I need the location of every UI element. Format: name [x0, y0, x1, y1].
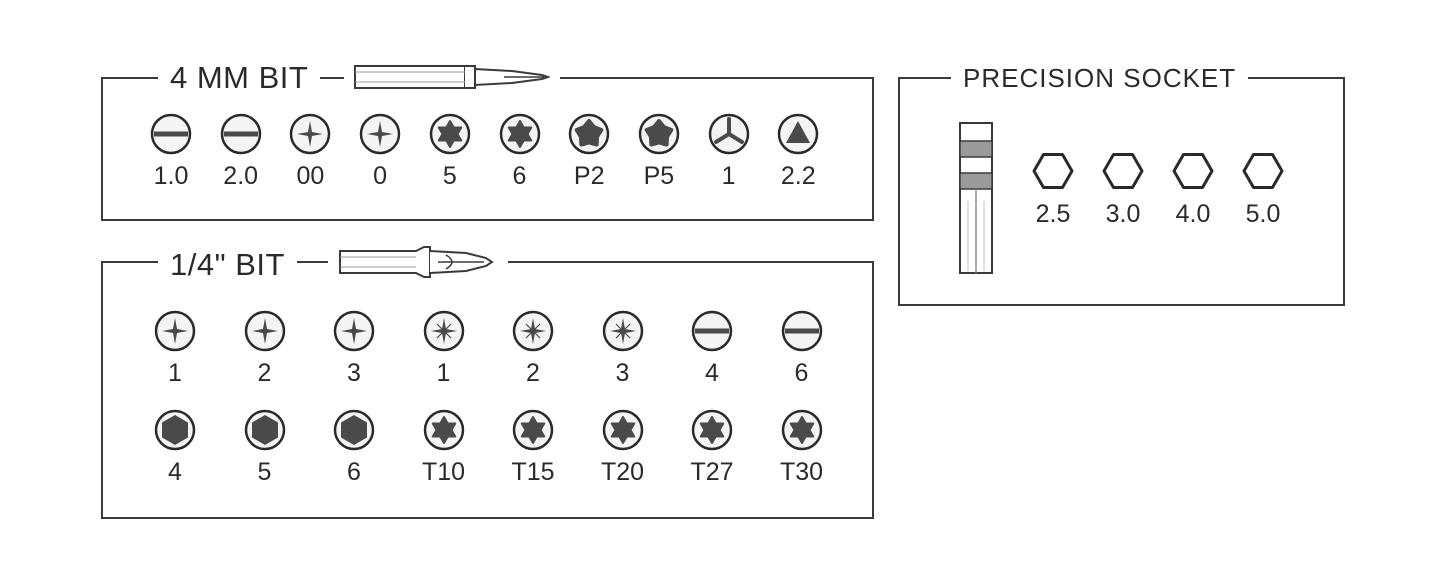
- bit-item: 5: [230, 409, 300, 487]
- hex-icon: [230, 409, 300, 451]
- panel-title-4mm-bit: 4 MM BIT: [158, 60, 321, 96]
- torx-icon: [498, 409, 568, 451]
- bit-item: 5: [415, 113, 485, 191]
- hex-socket-icon: [1088, 149, 1158, 193]
- bit-size-label: 1.0: [153, 162, 189, 190]
- bit-item: T27: [677, 409, 747, 487]
- bit-size-label: 3: [347, 359, 361, 387]
- socket-size-item: 3.0: [1088, 149, 1158, 229]
- bit-size-label: 2: [257, 359, 272, 387]
- panel-quarter-inch-bit: [101, 261, 874, 519]
- panel-title-precision-socket: PRECISION SOCKET: [951, 60, 1249, 96]
- bit-size-label: 1: [436, 359, 451, 387]
- pozidriv-icon: [409, 310, 479, 352]
- bit-item: 6: [319, 409, 389, 487]
- phillips-icon: [319, 310, 389, 352]
- panel-title-quarter-inch-bit: 1/4" BIT: [158, 247, 297, 283]
- bit-size-label: T10: [421, 458, 466, 486]
- bit-size-label: 1: [721, 162, 736, 190]
- bit-item: 4: [677, 310, 747, 388]
- pentalobe-icon: [554, 113, 624, 155]
- torx-icon: [409, 409, 479, 451]
- bit-item: 2: [498, 310, 568, 388]
- hex-icon: [140, 409, 210, 451]
- quarter-inch-bit-illustration: [328, 245, 508, 284]
- bit-size-label: 4: [168, 458, 182, 486]
- socket-size-label: 5.0: [1245, 200, 1281, 228]
- phillips-icon: [275, 113, 345, 155]
- socket-size-item: 5.0: [1228, 149, 1298, 229]
- pozidriv-icon: [588, 310, 658, 352]
- socket-size-label: 2.5: [1035, 200, 1071, 228]
- bit-size-label: P5: [643, 162, 675, 190]
- bit-item: P2: [554, 113, 624, 191]
- torx-icon: [588, 409, 658, 451]
- triangle-icon: [763, 113, 833, 155]
- phillips-icon: [345, 113, 415, 155]
- bit-size-label: T20: [600, 458, 645, 486]
- 4mm-bit-illustration: [344, 63, 560, 96]
- bit-size-label: 6: [512, 162, 527, 190]
- torx-icon: [485, 113, 555, 155]
- bit-item: 00: [275, 113, 345, 191]
- bit-size-label: 2.0: [223, 162, 259, 190]
- bit-size-label: 4: [705, 359, 719, 387]
- bit-item: 1: [409, 310, 479, 388]
- bit-item: 0: [345, 113, 415, 191]
- bit-item: 1: [140, 310, 210, 388]
- phillips-icon: [230, 310, 300, 352]
- bit-item: 2: [230, 310, 300, 388]
- socket-size-label: 4.0: [1175, 200, 1211, 228]
- bit-size-label: T27: [690, 458, 734, 486]
- socket-size-item: 2.5: [1018, 149, 1088, 229]
- bit-item: P5: [624, 113, 694, 191]
- bit-item: T20: [588, 409, 658, 487]
- bit-item: 6: [485, 113, 555, 191]
- tri-wing-icon: [694, 113, 764, 155]
- bit-item: T10: [409, 409, 479, 487]
- bit-item: T15: [498, 409, 568, 487]
- bit-item: 3: [588, 310, 658, 388]
- slotted-icon: [677, 310, 747, 352]
- pentalobe-icon: [624, 113, 694, 155]
- bit-item: 2.0: [206, 113, 276, 191]
- bit-size-label: 3: [615, 359, 630, 387]
- bit-size-label: T30: [779, 458, 824, 486]
- torx-icon: [767, 409, 837, 451]
- bit-size-label: 1: [168, 359, 182, 387]
- socket-illustration: [958, 121, 996, 282]
- bit-item: T30: [767, 409, 837, 487]
- slotted-icon: [136, 113, 206, 155]
- torx-icon: [677, 409, 747, 451]
- hex-socket-icon: [1228, 149, 1298, 193]
- bit-size-label: 6: [794, 359, 809, 387]
- hex-socket-icon: [1018, 149, 1088, 193]
- bit-item: 1: [694, 113, 764, 191]
- bit-item: 4: [140, 409, 210, 487]
- hex-socket-icon: [1158, 149, 1228, 193]
- bit-size-label: 5: [442, 162, 457, 190]
- bit-size-label: 6: [347, 458, 361, 486]
- torx-icon: [415, 113, 485, 155]
- pozidriv-icon: [498, 310, 568, 352]
- hex-icon: [319, 409, 389, 451]
- phillips-icon: [140, 310, 210, 352]
- bit-size-label: T15: [511, 458, 555, 486]
- slotted-icon: [767, 310, 837, 352]
- bit-size-label: 5: [257, 458, 272, 486]
- bit-item: 3: [319, 310, 389, 388]
- bit-size-label: 00: [296, 162, 325, 190]
- bit-size-label: 2.2: [780, 162, 816, 190]
- bit-item: 1.0: [136, 113, 206, 191]
- socket-size-item: 4.0: [1158, 149, 1228, 229]
- socket-size-label: 3.0: [1105, 200, 1141, 228]
- bit-item: 2.2: [763, 113, 833, 191]
- bit-size-label: P2: [573, 162, 605, 190]
- bit-size-label: 2: [526, 359, 540, 387]
- bit-item: 6: [767, 310, 837, 388]
- bit-size-label: 0: [373, 162, 388, 190]
- slotted-icon: [206, 113, 276, 155]
